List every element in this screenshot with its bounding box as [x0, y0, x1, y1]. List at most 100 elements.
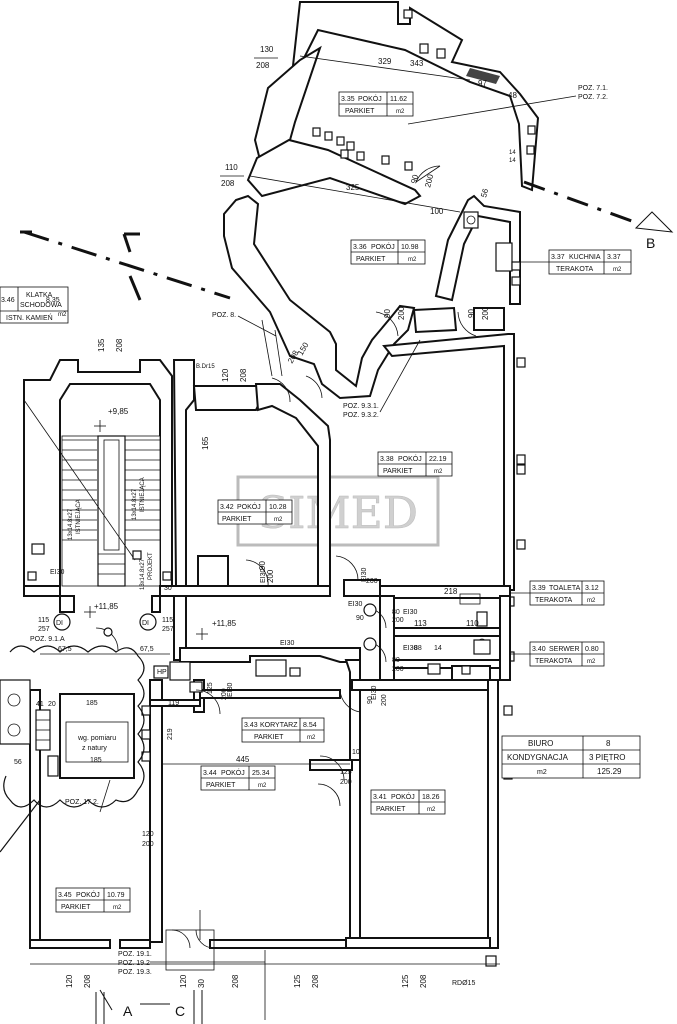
room-3-46-floor: ISTN. KAMIEŃ: [6, 313, 53, 322]
dim-200-h: 200: [392, 666, 404, 673]
room-3-36-unit: m2: [408, 257, 417, 263]
dim-14-c: 14: [434, 645, 442, 652]
poz-9-1-a: POZ. 9.1.A: [30, 636, 65, 643]
dim-41: 41: [36, 701, 44, 708]
upper-wing-walls: [223, 1, 540, 400]
room-3-39-label: 3.39 TOALETA 3.12 TERAKOTA m2: [510, 580, 605, 606]
room-3-40-label: 3.40 SERWER 0.80 TERAKOTA m2: [510, 641, 605, 667]
bottom-dim-125-b: 125: [401, 974, 410, 988]
measure-note: wg. pomiaru z natury: [77, 735, 116, 752]
ei30-note-e: EI30: [403, 645, 418, 652]
room-3-36-label: 3.36 POKÓJ 10.98 PARKIET m2: [350, 239, 426, 265]
bottom-dim-208-b: 208: [231, 974, 240, 988]
room-3-38-unit: m2: [434, 469, 443, 475]
ei30-note-g: EI30: [227, 682, 234, 697]
poz-9-3-2: POZ. 9.3.2.: [343, 412, 379, 419]
poz-7-2: POZ. 7.2.: [578, 94, 608, 101]
fire-door-notes: EI30 EI30 EI30 EI30 EI30 EI30 EI30 EI30 …: [50, 364, 475, 987]
ei30-stair: EI30: [50, 569, 65, 576]
dim-200-b: 200: [397, 306, 406, 320]
stair-annotations: 13x14.8x27 ISTNIEJĄCA 13x14.8x27 ISTNIEJ…: [68, 477, 154, 590]
room-3-43-name: KORYTARZ: [260, 722, 298, 729]
dim-257-b: 257: [162, 626, 174, 633]
summary-label-3: m2: [537, 769, 547, 776]
poz-19-1: POZ. 19.1.: [118, 951, 152, 958]
dim-208-a: 208: [256, 61, 270, 70]
dim-200-l: 200: [142, 841, 154, 848]
stair-note-e: 13x14.8x27: [140, 558, 146, 590]
room-3-38-name: POKÓJ: [398, 454, 422, 463]
dim-219: 219: [167, 728, 174, 740]
room-3-44-floor: PARKIET: [206, 782, 236, 789]
level-9-85: +9,85: [108, 407, 129, 416]
dim-200-a: 200: [423, 173, 435, 189]
room-3-35-area: 11.62: [390, 96, 407, 103]
room-3-45-area: 10.79: [107, 892, 125, 899]
di-marker-a: DI: [56, 620, 63, 627]
dim-200-k: 200: [381, 694, 388, 706]
room-3-46-area: 8.35: [46, 297, 60, 304]
staircase: [23, 359, 185, 587]
dim-90-e: 90: [258, 561, 267, 570]
dim-14-b: 14: [509, 158, 516, 164]
poz-19-3: POZ. 19.3.: [118, 969, 152, 976]
dim-130: 130: [260, 45, 274, 54]
section-marker-c: C: [175, 1003, 185, 1019]
dim-208-d: 208: [115, 338, 124, 352]
room-3-42-unit: m2: [274, 517, 283, 523]
room-3-37-number: 3.37: [551, 254, 565, 261]
measure-note-1: wg. pomiaru: [77, 735, 116, 742]
dim-200-c: 200: [481, 306, 490, 320]
hp-note: HP: [157, 669, 167, 676]
dim-56: 56: [479, 187, 490, 198]
ei30-note-h: EI30: [371, 685, 378, 700]
room-3-39-area: 3.12: [585, 585, 599, 592]
dim-115-a: 115: [38, 617, 49, 624]
room-3-39-number: 3.39: [532, 585, 546, 592]
dim-125-a: 125: [207, 682, 214, 694]
level-11-85-b: +11,85: [212, 619, 237, 628]
bottom-dim-120-a: 120: [65, 974, 74, 988]
dim-185-a: 185: [86, 700, 98, 707]
measure-note-2: z natury: [82, 745, 107, 752]
room-3-38-number: 3.38: [380, 456, 394, 463]
room-3-46-name-2: SCHODOWA: [20, 302, 62, 309]
room-3-39-unit: m2: [587, 598, 596, 604]
room-3-37-unit: m2: [613, 267, 622, 273]
dim-113: 113: [414, 619, 427, 628]
room-3-44-area: 25.34: [252, 770, 270, 777]
bdr-note: B.Dr15: [196, 364, 215, 370]
dim-100: 100: [430, 207, 444, 216]
poz-19-2: POZ. 19.2: [118, 960, 150, 967]
room-3-38-area: 22.19: [429, 456, 447, 463]
bottom-dim-125-a: 125: [293, 974, 302, 988]
dim-120-a: 120: [221, 368, 230, 382]
stair-note-b: ISTNIEJĄCA: [76, 499, 82, 534]
room-3-42-area: 10.28: [269, 504, 287, 511]
room-3-46-label: 3.46 KLATKA SCHODOWA 8.35 ISTN. KAMIEŃ m…: [0, 286, 69, 324]
room-3-39-name: TOALETA: [549, 585, 581, 592]
stair-note-f: PROJEKT: [148, 552, 154, 580]
position-callouts: POZ. 7.1. POZ. 7.2. POZ. 8. POZ. 9.3.1. …: [30, 85, 608, 976]
dim-67-5-a: 67,5: [58, 646, 72, 653]
room-3-35-unit: m2: [396, 109, 405, 115]
ei30-note-f: EI30: [280, 640, 295, 647]
summary-label-2: KONDYGNACJA: [507, 753, 569, 762]
section-line-a-b: B A C: [20, 180, 674, 1024]
room-3-43-label: 3.43 KORYTARZ 8.54 PARKIET m2: [241, 717, 325, 743]
room-3-40-name: SERWER: [549, 646, 580, 653]
stair-note-d: ISTNIEJĄCA: [140, 477, 146, 512]
room-3-45-unit: m2: [113, 905, 122, 911]
dim-10: 10: [352, 749, 360, 756]
room-3-44-unit: m2: [258, 783, 267, 789]
summary-label-1: BIURO: [528, 739, 553, 748]
dim-445: 445: [236, 755, 250, 764]
room-3-46-number: 3.46: [1, 297, 15, 304]
ei30-note-d: EI30: [403, 609, 418, 616]
dimensions: 130 208 110 208 329 343 97 48 325 100 90…: [14, 45, 517, 988]
room-3-41-number: 3.41: [373, 794, 387, 801]
dim-110: 110: [225, 163, 238, 172]
room-3-44-name: POKÓJ: [221, 768, 245, 777]
room-3-35-label: 3.35 POKÓJ 11.62 PARKIET m2: [338, 91, 414, 117]
